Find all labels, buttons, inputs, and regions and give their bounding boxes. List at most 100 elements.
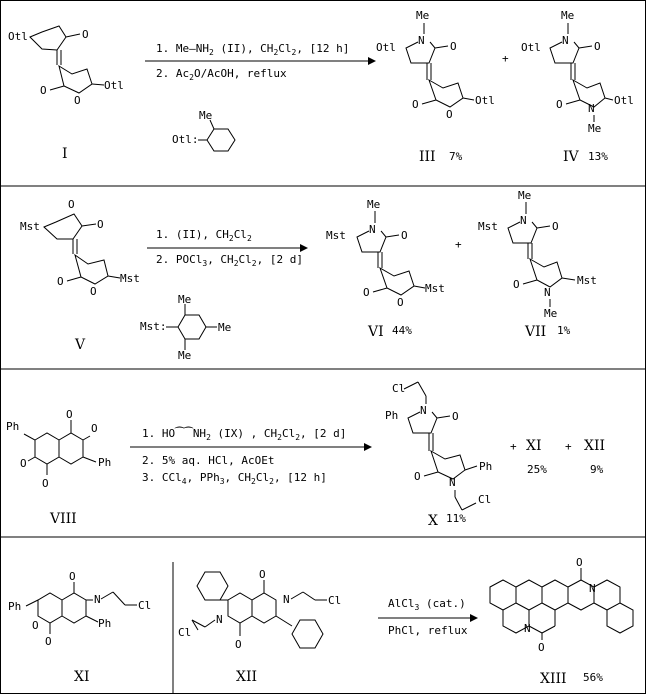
svg-text:Mst: Mst [20,220,40,233]
svg-text:O: O [397,296,404,309]
svg-text:N: N [589,582,596,595]
svg-text:Me: Me [588,122,601,135]
compound-III-structure: Me N O Otl O O Otl [376,9,495,121]
reaction2-step2: 2. POCl3, CH2Cl2, [2 d] [156,253,303,268]
svg-text:O: O [446,108,453,121]
svg-text:Mst: Mst [425,282,445,295]
svg-text:Mst: Mst [577,274,597,287]
compound-IV-yield: 13% [588,150,608,163]
svg-text:N: N [588,102,595,115]
svg-text:Cl: Cl [178,626,191,639]
svg-text:Mst: Mst [120,272,140,285]
svg-text:O: O [235,638,242,651]
svg-text:N: N [418,34,425,47]
svg-text:O: O [97,218,104,231]
plus-sign-4: + [565,440,572,453]
svg-text:Cl: Cl [138,599,151,612]
reaction3-step3: 3. CCl4, PPh3, CH2Cl2, [12 h] [142,471,327,486]
svg-text:O: O [66,408,73,421]
svg-text:Me: Me [367,198,380,211]
compound-VI-structure: Me N O Mst O O Mst [326,198,445,309]
otl-group-label: Otl [8,30,28,43]
otl-group-label-2: Otl [104,79,124,92]
compound-VII-structure: Me N O Mst O N Me Mst [478,189,597,320]
compound-XII-yield: 9% [590,463,604,476]
compound-X-label: X [428,513,438,529]
svg-text:Ph: Ph [98,456,111,469]
mst-legend-abbr: Mst: [140,320,167,333]
compound-XI-ref: XI [526,438,542,454]
svg-text:O: O [412,98,419,111]
svg-text:Me: Me [218,321,231,334]
svg-text:N: N [420,404,427,417]
svg-text:O: O [91,422,98,435]
mst-legend: Mst: Me Me Me [140,293,231,362]
compound-X-structure: Cl N O Ph O N Cl Ph [385,381,492,511]
compound-XI-label: XI [74,669,90,685]
otl-legend-abbr: Otl: [172,133,199,146]
compound-XI-structure: Ph O O O N Cl Ph [8,570,151,648]
svg-text:O: O [513,278,520,291]
svg-text:O: O [82,28,89,41]
otl-group-label-III: Otl [376,41,396,54]
svg-text:N: N [520,214,527,227]
svg-text:O: O [552,220,559,233]
svg-text:O: O [42,477,49,490]
svg-text:Ph: Ph [98,617,111,630]
compound-VII-label: VII [524,324,546,340]
reaction4-step2: PhCl, reflux [388,624,468,637]
svg-text:N: N [524,622,531,635]
compound-III-yield: 7% [449,150,463,163]
compound-V-structure: Mst O O O O Mst [20,198,140,298]
svg-text:O: O [414,470,421,483]
compound-XII-ref: XII [584,438,605,454]
svg-text:O: O [40,84,47,97]
compound-X-yield: 11% [446,512,466,525]
svg-text:Mst: Mst [478,220,498,233]
svg-text:O: O [556,98,563,111]
compound-XIII-yield: 56% [583,671,603,684]
svg-text:N: N [94,593,101,606]
otl-group-label-III-2: Otl [475,94,495,107]
compound-V-label: V [74,337,86,353]
compound-IV-structure: Me N O Otl O N Me Otl [521,9,634,135]
svg-text:O: O [259,568,266,581]
svg-text:N: N [283,593,290,606]
svg-text:Me: Me [518,189,531,202]
svg-text:N: N [449,476,456,489]
svg-text:O: O [594,40,601,53]
plus-sign-3: + [510,440,517,453]
svg-text:O: O [450,40,457,53]
svg-text:Ph: Ph [8,600,21,613]
svg-text:Me: Me [178,293,191,306]
compound-XII-label: XII [236,669,257,685]
svg-text:O: O [90,285,97,298]
compound-VI-yield: 44% [392,324,412,337]
reaction3-step1: 1. HO⁀⁀NH2 (IX) , CH2Cl2, [2 d] [142,427,346,442]
svg-text:Me: Me [561,9,574,22]
svg-text:N: N [544,286,551,299]
reaction1-step2: 2. Ac2O/AcOH, reflux [156,67,287,82]
reaction3-step2: 2. 5% aq. HCl, AcOEt [142,454,274,467]
reaction4-step1: AlCl3 (cat.) [388,597,466,612]
svg-text:O: O [452,410,459,423]
reaction3-conditions: 1. HO⁀⁀NH2 (IX) , CH2Cl2, [2 d] 2. 5% aq… [130,427,372,486]
svg-text:O: O [20,457,27,470]
svg-text:O: O [363,286,370,299]
reaction2-conditions: 1. (II), CH2Cl2 2. POCl3, CH2Cl2, [2 d] [147,228,308,268]
svg-text:N: N [562,34,569,47]
reaction4-conditions: AlCl3 (cat.) PhCl, reflux [378,597,478,637]
svg-text:Otl: Otl [521,41,541,54]
svg-text:Ph: Ph [385,409,398,422]
svg-text:Me: Me [544,307,557,320]
svg-text:O: O [69,570,76,583]
otl-legend: Otl: Me [172,109,236,152]
svg-text:O: O [576,556,583,569]
compound-VII-yield: 1% [557,324,571,337]
svg-text:O: O [57,275,64,288]
otl-legend-methyl: Me [199,109,212,122]
compound-VIII-structure: Ph O O O O Ph [6,408,111,490]
compound-XIII-structure: N O O N [489,556,634,654]
